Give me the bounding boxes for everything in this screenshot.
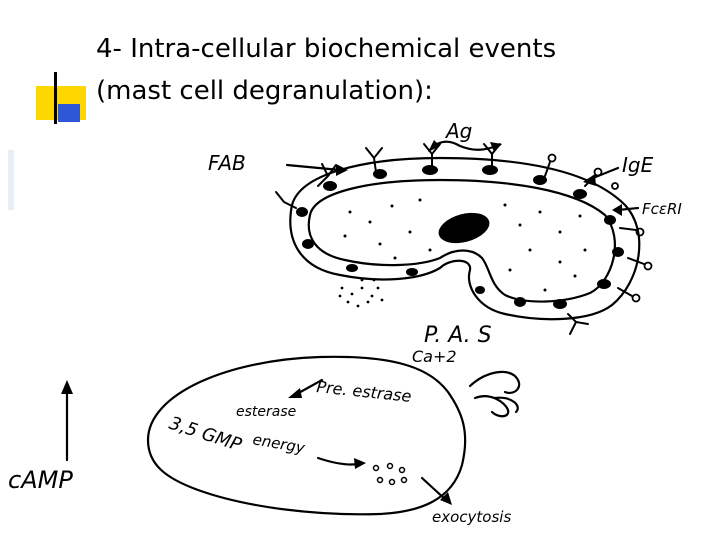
receptor [365, 147, 383, 173]
decorative-black-bar [54, 72, 57, 124]
label-pre-esterase: Pre. estrase [316, 377, 413, 406]
granule [597, 279, 611, 289]
granule [323, 181, 337, 191]
exocytosis-arrow-head [440, 492, 452, 505]
receptor [584, 175, 596, 187]
label-camp: cAMP [8, 466, 73, 494]
granule-group [296, 165, 624, 309]
ige-dot [593, 167, 603, 177]
ige-dot [635, 227, 645, 237]
ag-arrow-head-left [428, 140, 440, 152]
fc-receptor-arrow-head [612, 204, 622, 216]
label-fab: FAB [208, 151, 246, 175]
decorative-blue-square [58, 104, 80, 122]
label-calcium: Ca+2 [412, 347, 457, 366]
vesicle-cell-outline [146, 355, 467, 516]
ige-dot [547, 153, 557, 163]
cytoplasm-speckles [338, 198, 587, 308]
receptor [617, 287, 633, 297]
calcium-loop-2 [473, 395, 510, 418]
receptor [544, 161, 551, 177]
granule [553, 299, 567, 309]
slide-title-line-1: 4- Intra-cellular biochemical events [96, 34, 557, 64]
fab-arrow-shaft [285, 163, 342, 172]
label-ige: IgE [622, 153, 654, 177]
granule [296, 207, 308, 217]
calcium-loop-3 [493, 396, 519, 414]
camp-arrow-head [61, 380, 73, 394]
mast-cell-inner-membrane [307, 178, 616, 303]
granule [514, 297, 526, 307]
slide-title: 4- Intra-cellular biochemical events (ma… [96, 28, 556, 112]
energy-arrow-shaft [316, 456, 360, 466]
energy-arrow-head [354, 458, 366, 469]
label-ag: Ag [444, 119, 472, 143]
receptor [627, 257, 645, 265]
receptor-group [275, 143, 645, 335]
nucleus [438, 212, 490, 244]
ige-dot [631, 293, 641, 303]
granule [475, 286, 485, 294]
granule [604, 215, 616, 225]
label-pas: P. A. S [424, 323, 492, 348]
granule [406, 268, 418, 276]
granule [612, 247, 624, 257]
label-fc-receptor: FcεRI [642, 200, 682, 218]
label-exocytosis: exocytosis [432, 508, 511, 526]
receptor [619, 227, 637, 231]
label-esterase: esterase [236, 404, 296, 420]
ige-dot [611, 182, 619, 190]
label-cgmp: 3,5 GMP [166, 413, 244, 456]
granule [302, 239, 314, 249]
fab-arrow-head [336, 164, 348, 176]
pre-esterase-arrow-head [288, 388, 302, 398]
exocytosis-vesicles [372, 462, 408, 486]
decorative-faint-bar [8, 150, 14, 210]
granule [533, 175, 547, 185]
granule [373, 169, 387, 179]
receptor [567, 313, 589, 335]
ige-bound-group [547, 153, 653, 303]
receptor [275, 191, 297, 209]
granule [573, 189, 587, 199]
granule [422, 165, 438, 175]
ige-dot [643, 261, 653, 271]
mast-cell-outer-membrane [289, 156, 641, 321]
slide-title-line-2: (mast cell degranulation): [96, 76, 433, 106]
granule [482, 165, 498, 175]
label-energy: energy [251, 430, 307, 457]
calcium-loop-1 [468, 370, 521, 394]
granule [346, 264, 358, 272]
exocytosis-arrow-shaft [420, 476, 448, 502]
receptor [317, 163, 337, 187]
